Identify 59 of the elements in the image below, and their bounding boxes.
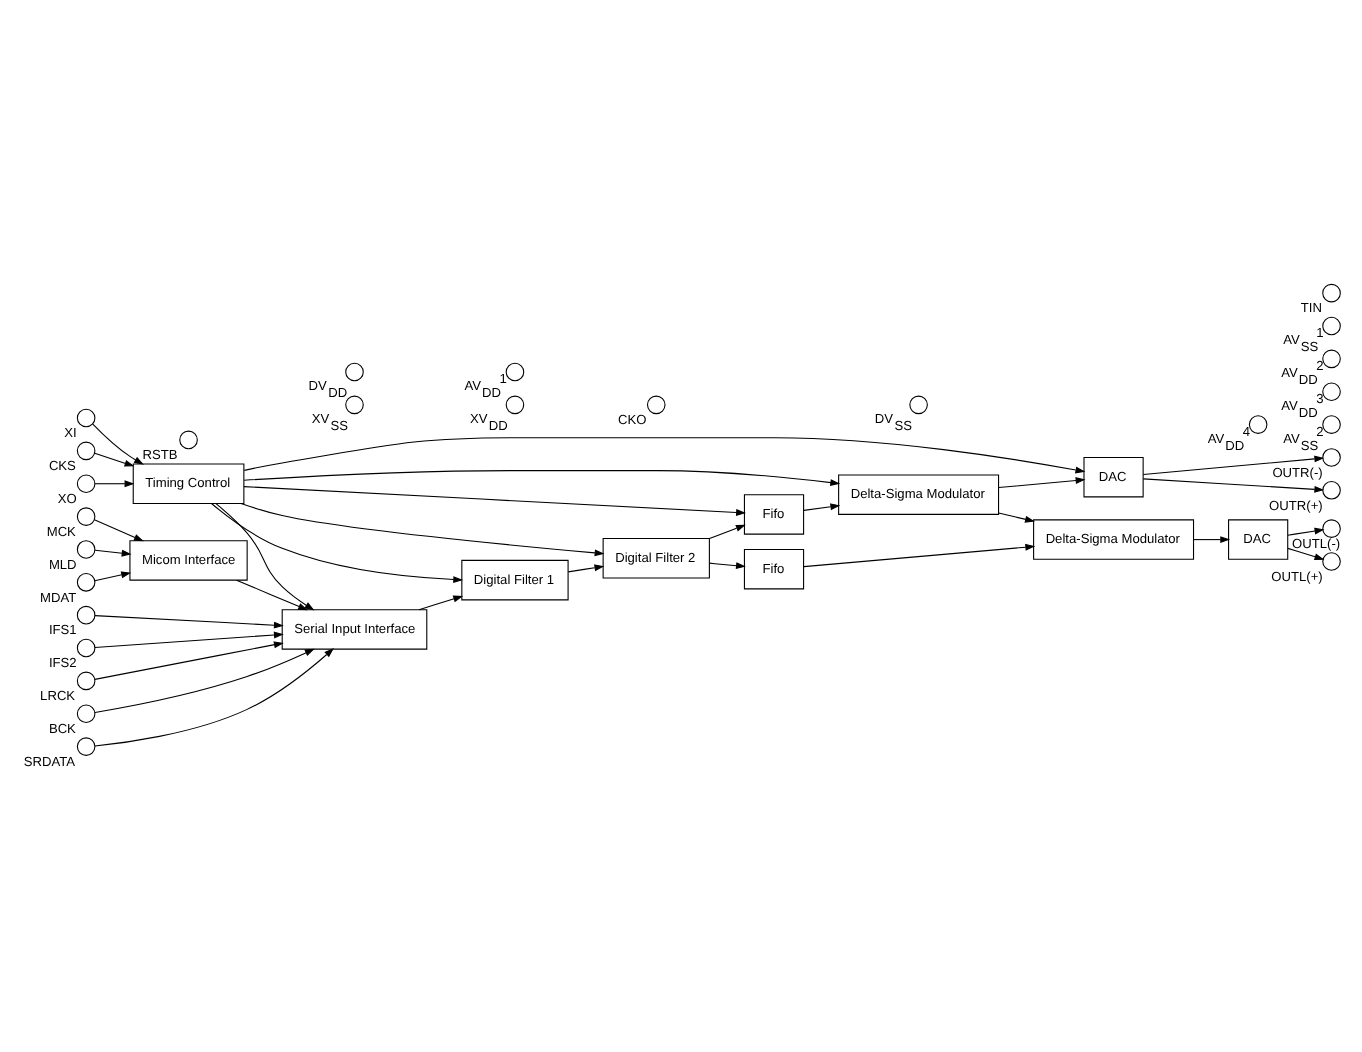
node-circle — [344, 394, 363, 414]
node-circle — [504, 394, 524, 414]
arrow — [566, 563, 604, 572]
node-circle — [504, 361, 524, 381]
node-circle — [1247, 414, 1267, 433]
arrow — [214, 502, 314, 610]
arrow — [93, 647, 333, 746]
arrow — [1286, 526, 1324, 535]
node-circle — [1321, 480, 1340, 499]
arrow — [235, 578, 307, 610]
node-circle — [178, 429, 197, 449]
arrow — [997, 511, 1034, 522]
arrow — [242, 436, 1085, 473]
node-circle — [1321, 348, 1340, 368]
node-circle — [75, 637, 95, 657]
node-circle — [1321, 315, 1340, 335]
node-circle — [75, 736, 95, 755]
node-circle — [1321, 414, 1340, 433]
node-circle — [75, 670, 95, 690]
arrow — [1141, 454, 1324, 475]
arrow — [707, 523, 745, 539]
node-circle — [645, 394, 665, 414]
arrow — [93, 614, 283, 628]
node-circle — [75, 407, 95, 427]
node-circle — [908, 394, 927, 414]
arrow — [242, 485, 745, 515]
arrow — [997, 476, 1085, 488]
arrow — [209, 501, 463, 582]
arrow — [93, 451, 134, 466]
arrow — [93, 548, 131, 556]
arrow — [239, 502, 604, 556]
arrow — [93, 640, 283, 679]
node-circle — [1321, 518, 1340, 537]
node-circle — [75, 703, 95, 723]
node-circle — [75, 539, 95, 558]
arrow — [802, 502, 840, 510]
arrow — [92, 518, 143, 541]
arrow — [93, 570, 131, 581]
arrow — [93, 647, 314, 712]
node-circle — [75, 473, 95, 493]
node-circle — [1321, 381, 1340, 401]
node-circle — [75, 440, 95, 460]
node-circle — [75, 506, 95, 525]
arrow — [707, 561, 745, 569]
arrow — [93, 630, 283, 648]
arrow — [242, 469, 840, 485]
node-circle — [1321, 551, 1340, 570]
node-circle — [75, 604, 95, 624]
node-circle — [1321, 282, 1340, 302]
arrow — [1141, 477, 1324, 492]
node-circle — [75, 572, 95, 591]
arrow — [93, 479, 134, 487]
node-circle — [344, 361, 363, 381]
node-circle — [1321, 447, 1340, 466]
arrow — [1286, 546, 1324, 560]
arrow — [1192, 535, 1230, 543]
arrow — [417, 594, 463, 610]
arrow — [802, 542, 1035, 567]
arrow — [91, 422, 143, 464]
